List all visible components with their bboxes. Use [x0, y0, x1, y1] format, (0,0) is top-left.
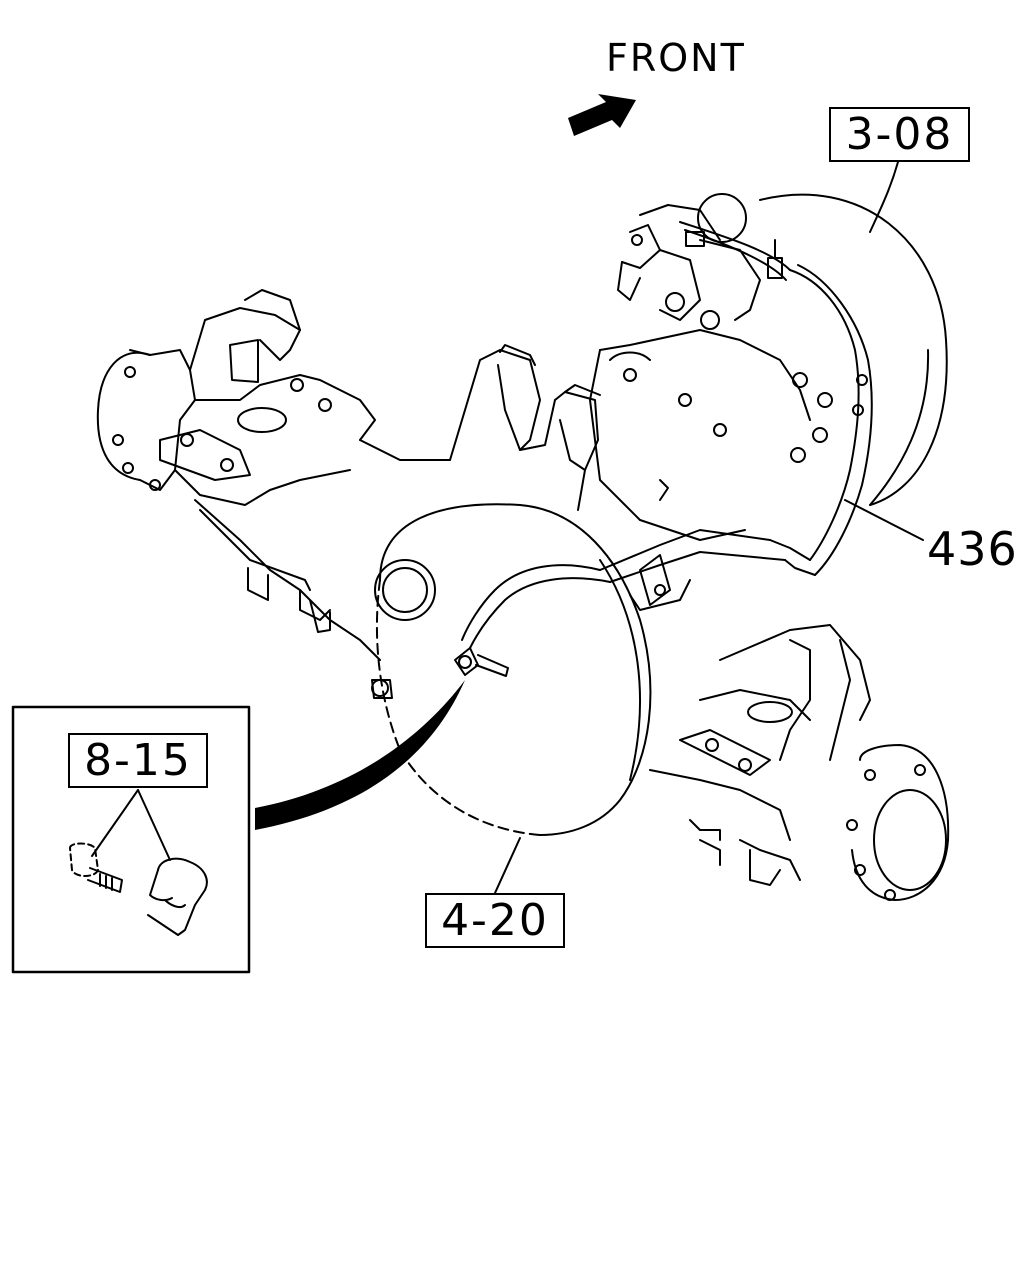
pipe-clip-fitting: [454, 647, 509, 677]
callout-detail-ref[interactable]: 8-15: [68, 733, 208, 788]
front-direction-label: FRONT: [606, 36, 746, 80]
axle-bowl: [371, 503, 652, 836]
leader-lines: [91, 161, 924, 894]
air-pipe: [461, 264, 873, 649]
detail-pointer: [255, 680, 465, 830]
callout-axle-ref[interactable]: 4-20: [425, 893, 565, 948]
callout-housing-ref[interactable]: 3-08: [829, 107, 970, 162]
right-axle-arm: [649, 624, 950, 901]
left-axle-arm: [96, 289, 451, 661]
differential-housing: [449, 329, 833, 541]
front-arrow-icon: [568, 94, 636, 136]
callout-pipe-part[interactable]: 436: [927, 522, 1018, 576]
detail-inset: [11, 705, 251, 974]
brake-drum: [759, 193, 948, 506]
valve-assembly: [617, 193, 791, 330]
